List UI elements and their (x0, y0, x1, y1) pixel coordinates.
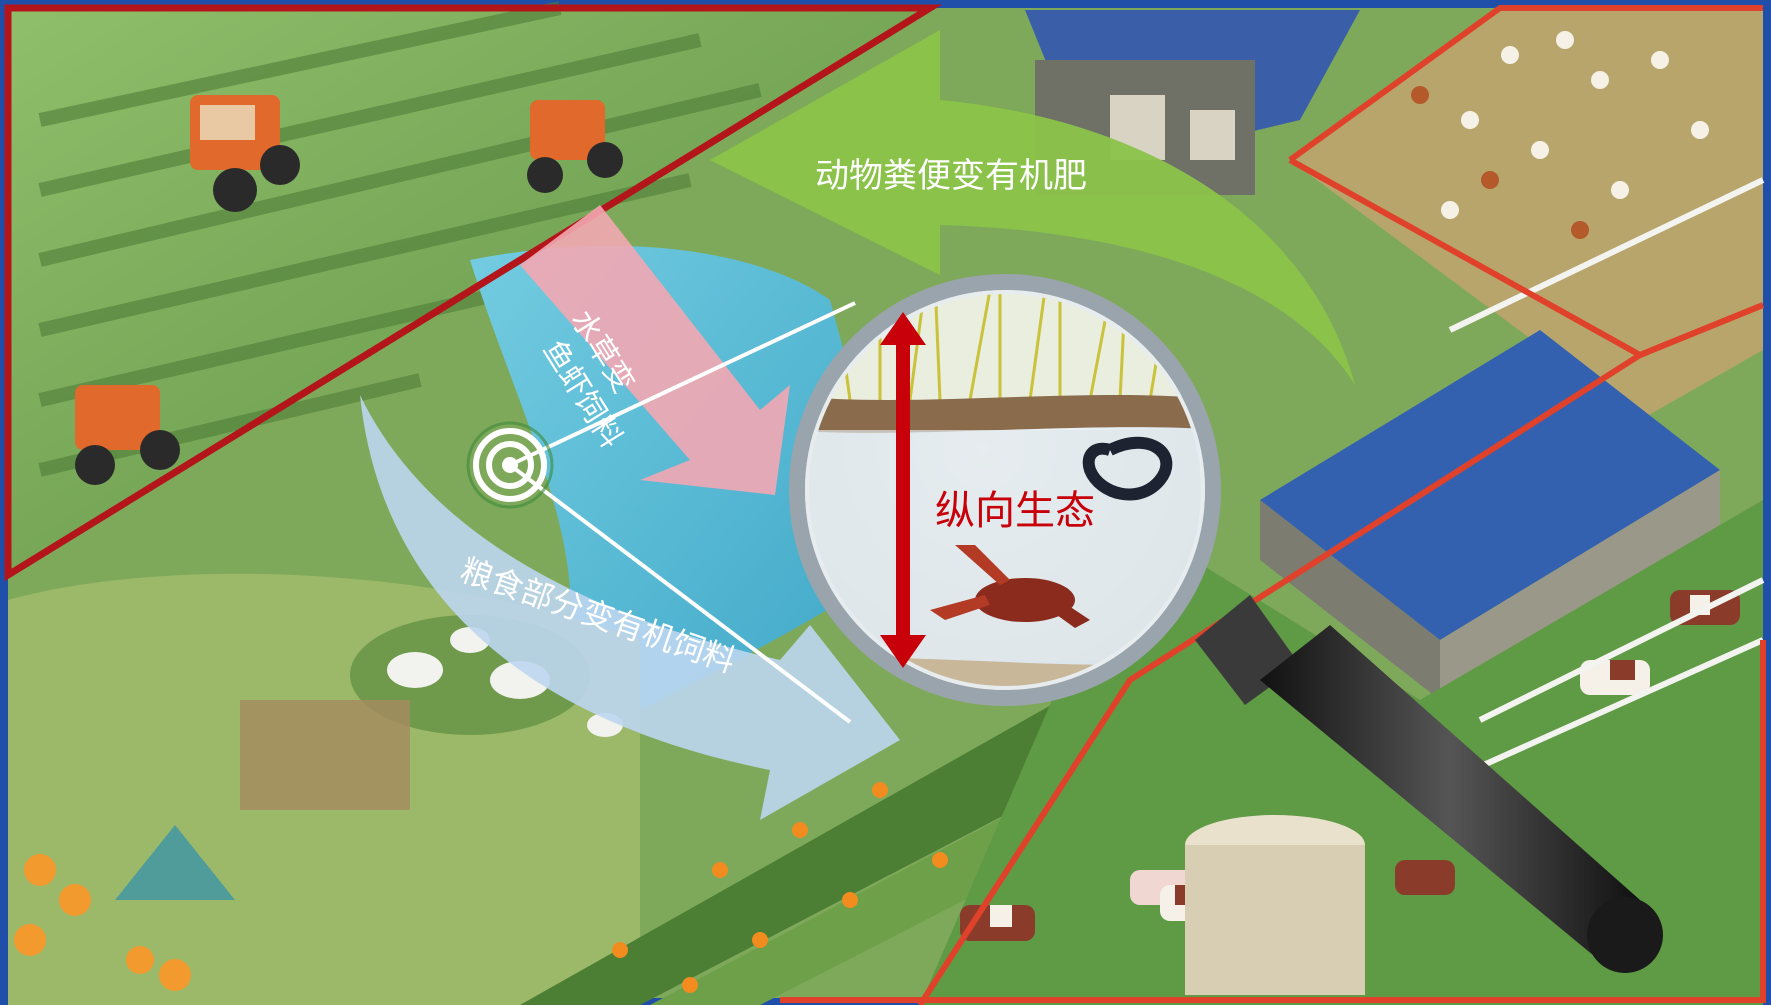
vertical-double-arrow (880, 312, 926, 668)
fences (1448, 177, 1765, 783)
poultry-flock (1441, 31, 1709, 219)
hen-flock (1411, 86, 1589, 239)
gazebo (115, 825, 235, 900)
barn (1260, 330, 1720, 700)
eel-icon (1082, 436, 1173, 501)
soil-layer (797, 395, 1213, 433)
target-icon (466, 421, 554, 509)
crayfish-icon (930, 545, 1090, 628)
tractor (75, 385, 180, 485)
manure-to-fertilizer-label: 动物粪便变有机肥 (815, 156, 1087, 196)
wooden-shed (240, 700, 410, 810)
crop-zone-border (4, 4, 943, 582)
tractor (527, 100, 623, 193)
weeds-to-feed-arrow (520, 205, 790, 495)
poultry-yard (1290, 8, 1763, 420)
livestock-zone-border (917, 302, 1765, 1005)
pointer-line (509, 301, 856, 467)
pointer-line (508, 463, 852, 724)
grain-to-feed-arrow (360, 395, 900, 820)
manure-to-fertilizer-arrow (710, 30, 1355, 385)
silo (1185, 815, 1365, 995)
orange-grove (14, 854, 191, 991)
poultry-zone-border (1288, 5, 1763, 163)
water-layer (797, 430, 1213, 660)
vertical-ecology-label: 纵向生态 (935, 488, 1095, 534)
tractor (190, 95, 300, 212)
sheep-flock (387, 627, 623, 737)
